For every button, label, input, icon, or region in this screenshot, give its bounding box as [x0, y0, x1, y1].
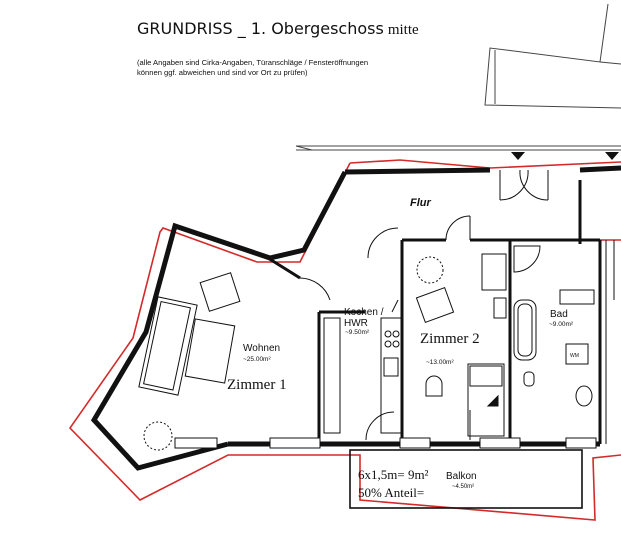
balcony-outline [349, 449, 583, 509]
kitchen-fixtures [323, 299, 402, 434]
disclaimer-line-2: können ggf. abweichen und sind vor Ort z… [137, 68, 308, 77]
disclaimer-line-1: (alle Angaben sind Cirka-Angaben, Türans… [137, 58, 369, 67]
wohnen-area: ~25.00m² [243, 356, 271, 363]
plan-title-main: GRUNDRISS _ 1. Obergeschoss [137, 19, 384, 38]
balkon-label: Balkon [446, 471, 477, 482]
doors [299, 169, 549, 441]
windows [174, 437, 597, 449]
zimmer1-label: Zimmer 1 [227, 377, 287, 393]
plan-title-suffix: mitte [387, 22, 419, 38]
entry-markers [511, 152, 619, 160]
right-partial-room [605, 240, 615, 444]
zimmer2-label: Zimmer 2 [420, 331, 480, 347]
room2-furniture [415, 253, 507, 437]
wm-label: WM [570, 353, 579, 359]
disclaimer-note: (alle Angaben sind Cirka-Angaben, Türans… [137, 58, 368, 78]
balkon-calc: 6x1,5m= 9m² [358, 467, 429, 482]
kochen-area: ~9.50m² [345, 329, 370, 336]
balkon-area: ~4.50m² [452, 484, 474, 490]
wohnen-label: Wohnen [243, 343, 280, 354]
bad-area: ~9.00m² [549, 321, 574, 328]
bathroom-fixtures [513, 245, 595, 407]
roof-outline [295, 3, 621, 151]
bad-label: Bad [550, 309, 568, 320]
zimmer2-area: ~13.00m² [426, 359, 454, 366]
balkon-share: 50% Anteil= [358, 485, 424, 500]
kochen-label: Kochen / [344, 307, 384, 318]
apartment-outline [68, 159, 621, 521]
hwr-label: HWR [344, 318, 368, 329]
inner-walls [267, 180, 602, 444]
living-furniture [138, 272, 241, 451]
flur-label: Flur [410, 197, 431, 209]
